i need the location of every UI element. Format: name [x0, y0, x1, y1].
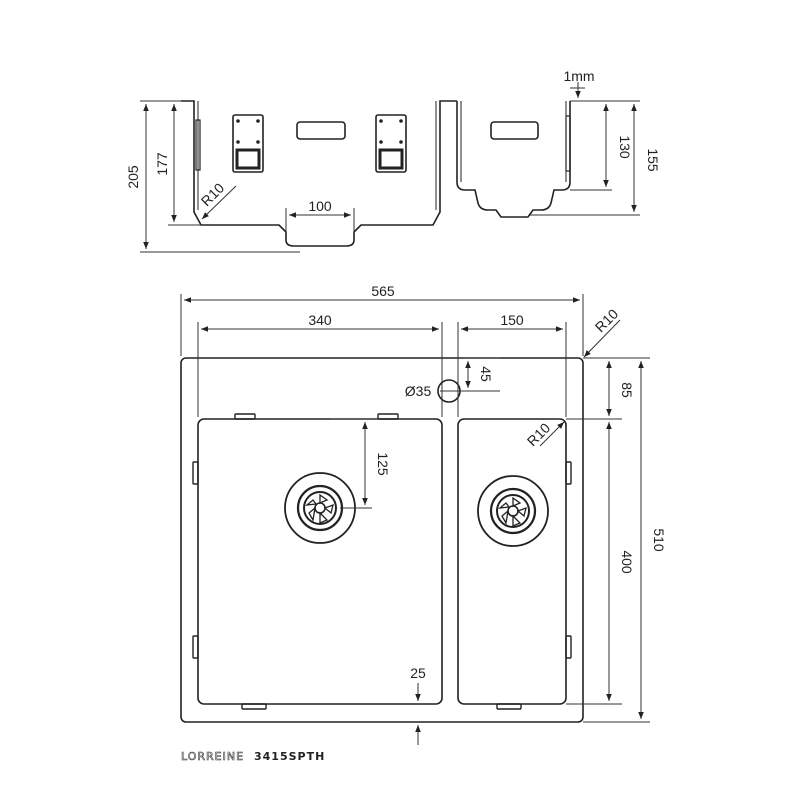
overflow-slot-main	[296, 121, 346, 140]
plan-dimensions	[180, 294, 650, 745]
main-bowl-profile	[181, 100, 457, 247]
drain-small	[477, 475, 549, 547]
plan-bowl-depth: 400	[619, 550, 635, 574]
plan-width-565: 565	[371, 283, 395, 299]
overflow-slot-small	[490, 121, 539, 140]
side-elevation	[181, 100, 571, 247]
mounting-clip-right	[375, 114, 407, 173]
side-height-155: 155	[645, 148, 661, 172]
edge-clips	[192, 413, 572, 710]
plan-width-340: 340	[308, 312, 332, 328]
side-radius: R10	[198, 180, 228, 210]
side-height-130: 130	[617, 135, 633, 159]
plan-rim-top: 85	[619, 382, 635, 398]
caption-brand: LORREINE	[181, 750, 244, 763]
side-dimensions	[140, 82, 640, 253]
small-bowl	[457, 418, 567, 705]
plan-width-150: 150	[500, 312, 524, 328]
side-height-177: 177	[154, 152, 170, 176]
side-drain-width: 100	[308, 198, 332, 214]
plan-overall-depth: 510	[651, 528, 667, 552]
plan-tap-hole: Ø35	[405, 383, 432, 399]
sink-outline	[180, 357, 584, 723]
plan-drain-offset: 125	[375, 452, 391, 476]
main-bowl	[197, 418, 443, 705]
small-bowl-profile	[456, 101, 571, 218]
plan-tap-offset: 45	[478, 366, 494, 382]
plan-inner-radius: R10	[524, 420, 554, 450]
side-height-205: 205	[125, 165, 141, 189]
mounting-clip-left	[232, 114, 264, 173]
plan-outer-radius: R10	[592, 306, 622, 336]
caption-model: 3415SPTH	[254, 750, 325, 763]
plan-rim-bottom: 25	[410, 665, 426, 681]
side-gap-1mm: 1mm	[563, 68, 594, 84]
plan-view	[180, 357, 584, 723]
